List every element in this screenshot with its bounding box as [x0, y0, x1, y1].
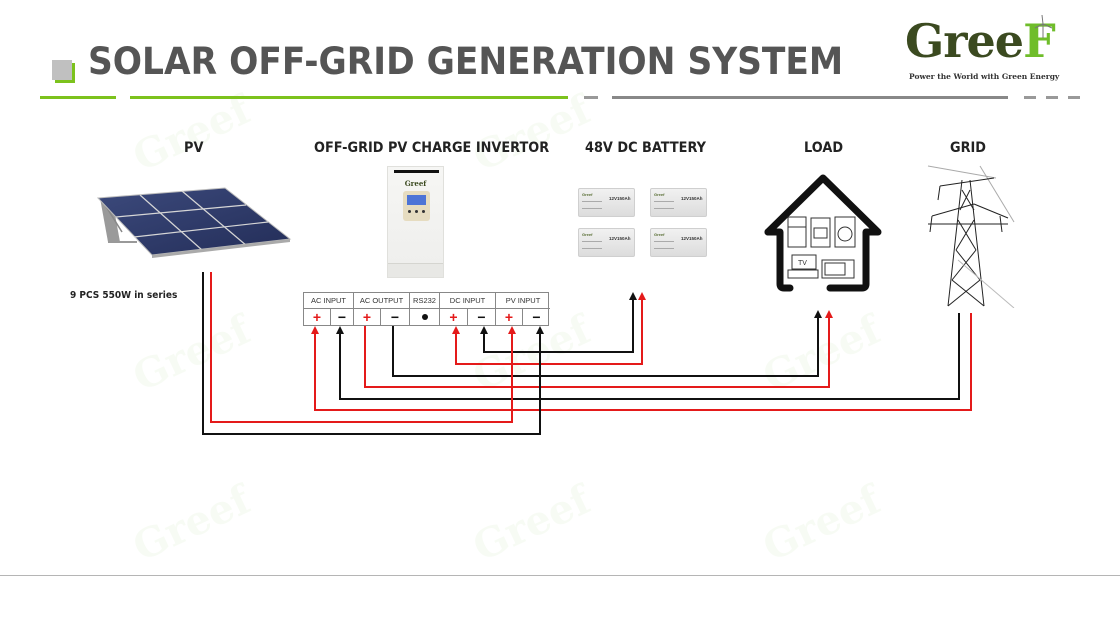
arrow-load-negative [814, 310, 822, 318]
inverter-brand: Greef [404, 179, 427, 188]
wire-pv-negative [202, 272, 541, 435]
wire-ac-output-positive [364, 315, 830, 388]
inverter-control-panel [403, 191, 430, 221]
wire-ac-output-negative [392, 315, 819, 377]
header-rule-gray-dash [1068, 96, 1080, 99]
wire-pv-positive [210, 272, 513, 423]
terminal-group-pv-input: PV INPUT [496, 293, 550, 309]
battery-label: 48V DC BATTERY [585, 140, 707, 156]
ac-output-positive-terminal: + [354, 309, 381, 325]
ac-output-negative-terminal: − [381, 309, 410, 325]
footer-rule [0, 575, 1120, 576]
terminal-group-ac-input: AC INPUT [304, 293, 354, 309]
battery-unit: Greef 12V150Ah [650, 188, 707, 217]
ac-input-negative-terminal: − [331, 309, 354, 325]
page-title: SOLAR OFF-GRID GENERATION SYSTEM [88, 40, 844, 83]
arrow-ac-input-negative [336, 326, 344, 334]
microwave-icon [821, 259, 855, 279]
load-label: LOAD [804, 140, 844, 156]
arrow-pv-positive [508, 326, 516, 334]
wind-turbine-icon [1034, 14, 1053, 38]
terminal-group-ac-output: AC OUTPUT [354, 293, 410, 309]
battery-unit: Greef 12V150Ah [650, 228, 707, 257]
terminal-group-dc-input: DC INPUT [440, 293, 496, 309]
inverter-top-vent [394, 170, 439, 173]
battery-rating: 12V150Ah [609, 236, 631, 241]
inverter-base [388, 263, 443, 277]
logo-word-main: Gree [905, 14, 1024, 68]
arrow-dc-positive-terminal [452, 326, 460, 334]
charge-inverter-image: Greef [387, 166, 444, 278]
header-rule-gray-dash [584, 96, 598, 99]
battery-unit: Greef 12V150Ah [578, 228, 635, 257]
dc-input-positive-terminal: + [440, 309, 468, 325]
fridge-icon [787, 216, 807, 248]
arrow-battery-negative [629, 292, 637, 300]
dc-input-negative-terminal: − [468, 309, 496, 325]
header-rule-green-long [130, 96, 568, 99]
load-house-icon: TV [764, 174, 882, 292]
battery-rating: 12V150Ah [609, 196, 631, 201]
terminal-group-rs232: RS232 [410, 293, 440, 309]
wire-ac-input-positive [314, 313, 972, 411]
arrow-load-positive [825, 310, 833, 318]
inverter-label: OFF-GRID PV CHARGE INVERTOR [314, 140, 550, 156]
inverter-lcd-screen [407, 195, 426, 205]
pv-input-positive-terminal: + [496, 309, 523, 325]
battery-rating: 12V150Ah [681, 196, 703, 201]
wire-dc-positive [455, 297, 643, 365]
wire-dc-negative [483, 297, 634, 353]
wire-ac-input-negative [339, 313, 960, 400]
pv-label: PV [184, 140, 204, 156]
pv-array-note: 9 PCS 550W in series [70, 290, 178, 301]
arrow-pv-negative [536, 326, 544, 334]
rs232-dot-icon [421, 314, 428, 320]
battery-unit: Greef 12V150Ah [578, 188, 635, 217]
header-rule-gray-long [612, 96, 1008, 99]
header-rule-gray-dash [1046, 96, 1058, 99]
tv-label: TV [798, 260, 807, 267]
rs232-port [410, 309, 440, 325]
inverter-buttons [408, 210, 425, 213]
washing-machine-icon [834, 216, 856, 248]
header-rule-green-short [40, 96, 116, 99]
title-bullet-icon [52, 60, 72, 80]
arrow-ac-input-positive [311, 326, 319, 334]
grid-label: GRID [950, 140, 986, 156]
logo-tagline: Power the World with Green Energy [909, 72, 1060, 81]
header-rule-gray-dash [1024, 96, 1036, 99]
transmission-tower-icon [927, 165, 1015, 308]
inverter-terminal-strip: AC INPUT AC OUTPUT RS232 DC INPUT PV INP… [303, 292, 550, 326]
arrow-dc-negative-terminal [480, 326, 488, 334]
ac-input-positive-terminal: + [304, 309, 331, 325]
tv-icon [787, 254, 819, 279]
stove-icon [810, 217, 831, 248]
pv-input-negative-terminal: − [532, 309, 541, 325]
solar-panel-array-image [96, 187, 292, 258]
battery-rating: 12V150Ah [681, 236, 703, 241]
arrow-battery-positive [638, 292, 646, 300]
